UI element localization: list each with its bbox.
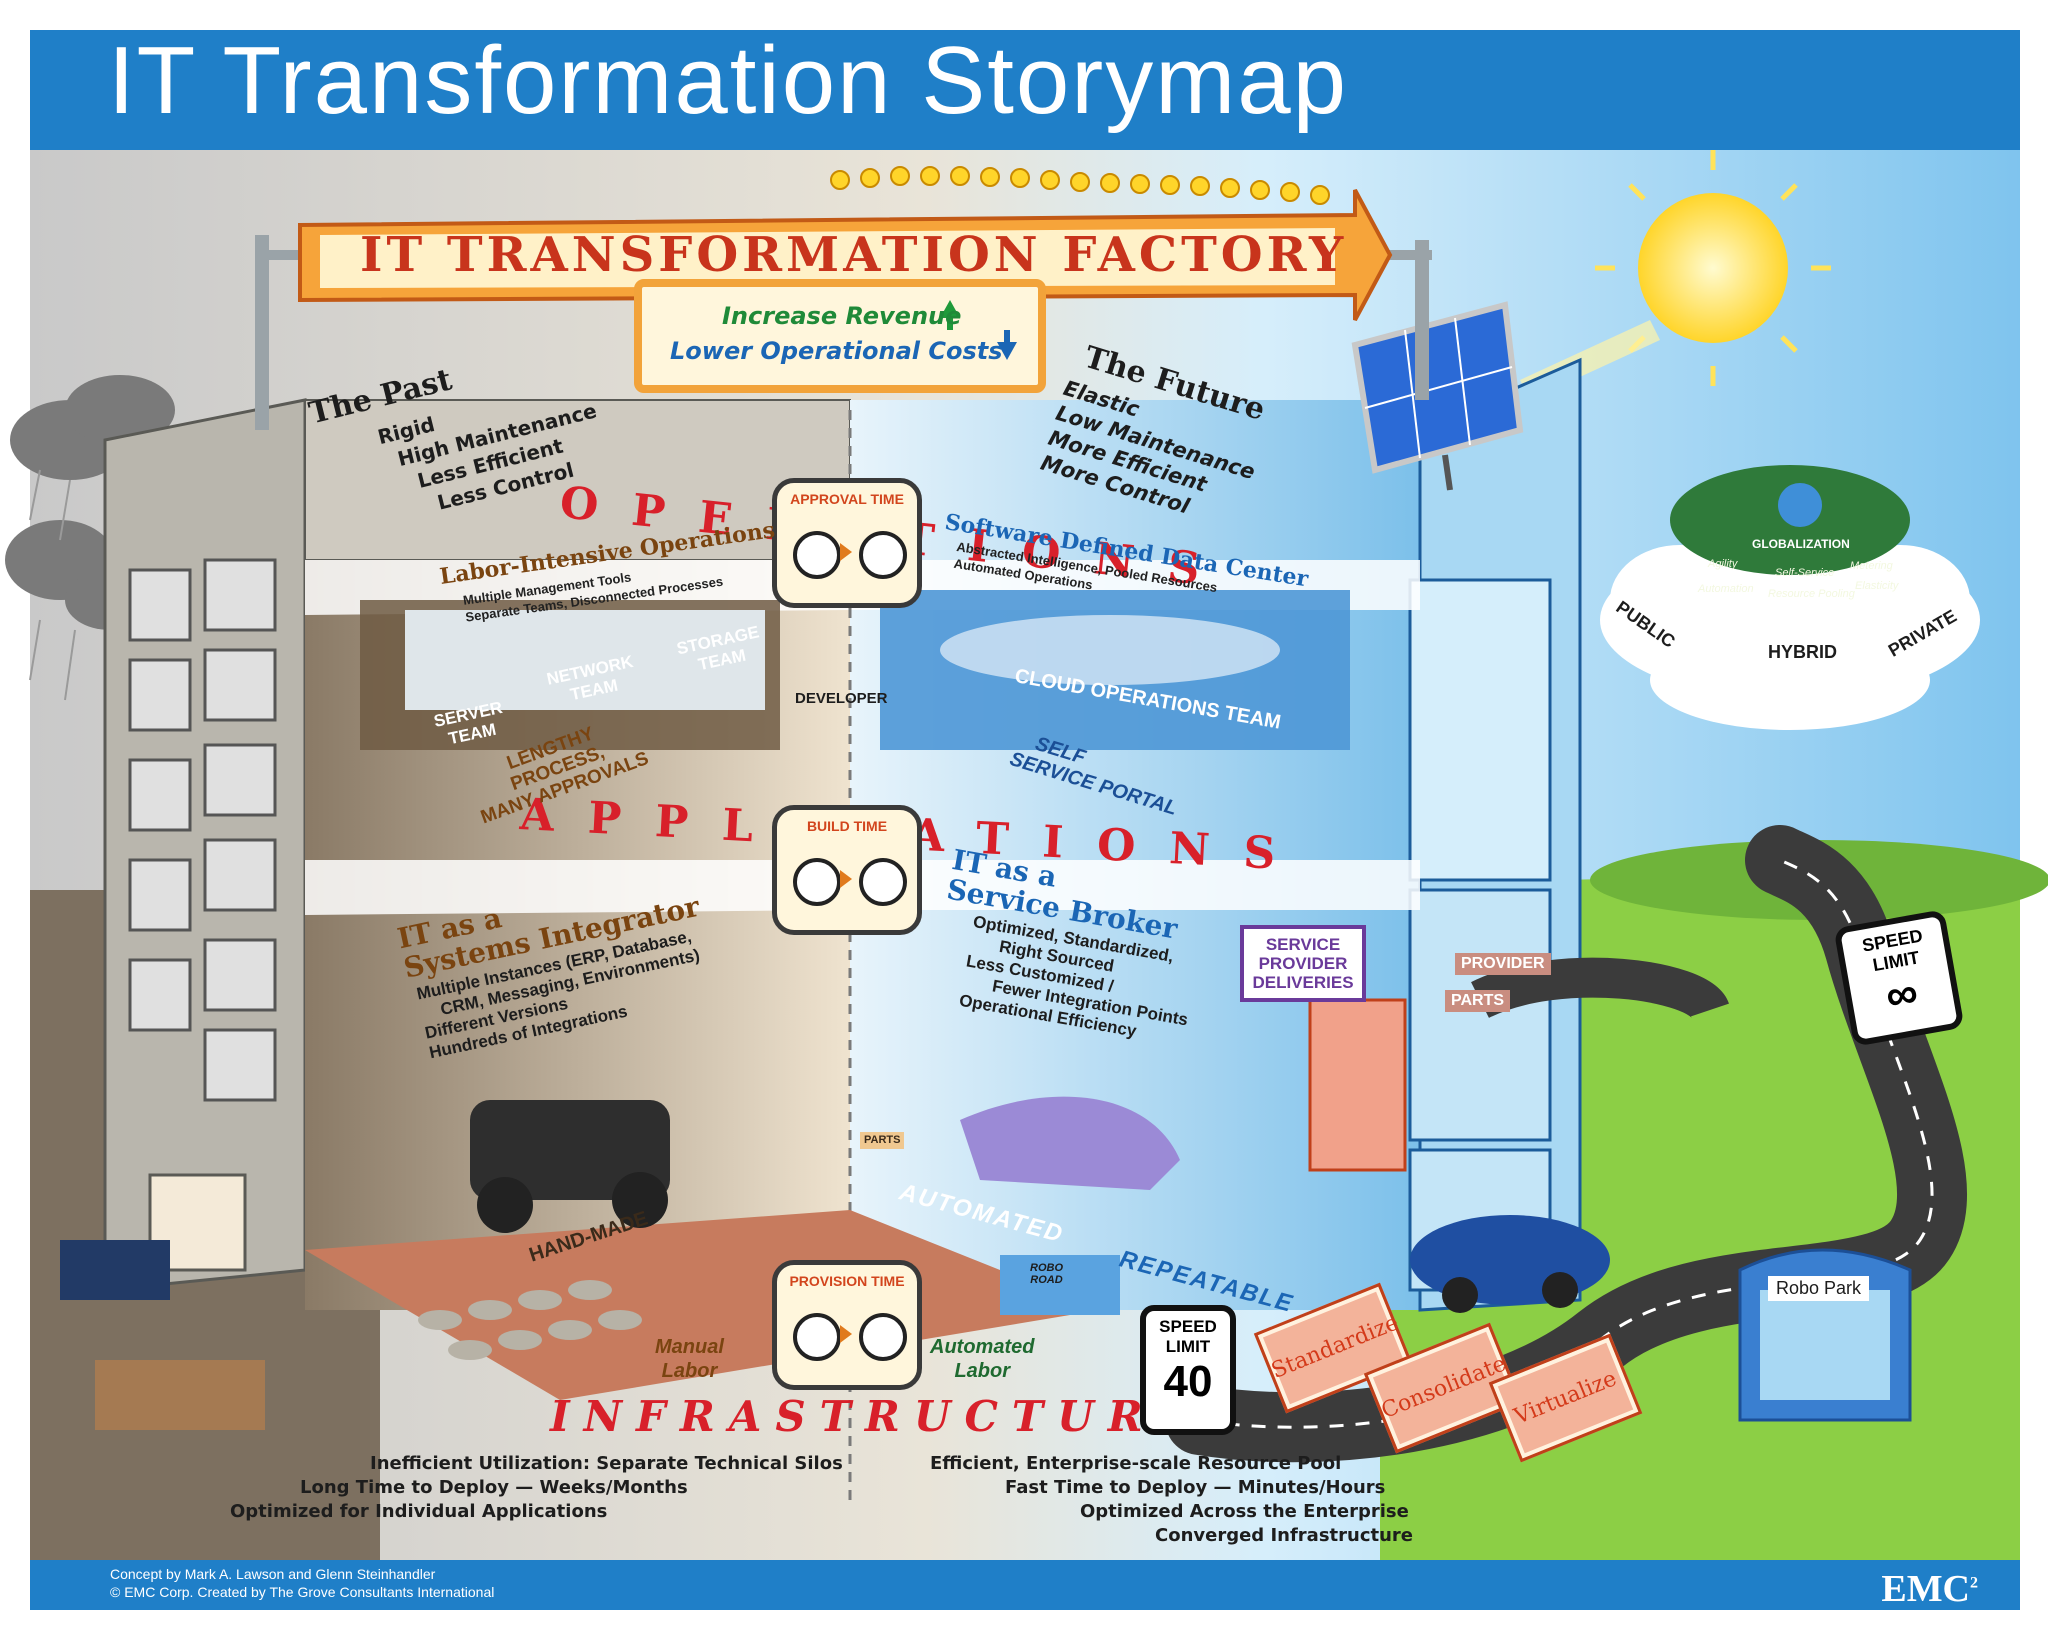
blue-car [1410,1215,1610,1305]
cloud-bubble [1600,540,1980,730]
rain [29,469,76,701]
cloud-feature: Self-Service [1775,567,1835,579]
cobblestones [418,1280,642,1360]
brick-floor [305,1210,1100,1400]
infra-right-item: Fast Time to Deploy — Minutes/Hours [1005,1477,1386,1498]
emc-logo: EMC2 [1881,1568,1978,1612]
deliveries-line: DELIVERIES [1252,973,1354,992]
down-arrow-icon [997,330,1017,360]
infra-left-item: Optimized for Individual Applications [230,1501,608,1522]
robo-road-line: ROBO [1030,1262,1063,1274]
stopwatch-icon [793,858,841,906]
solar-panel [1351,301,1524,491]
emc-logo-text: EMC [1881,1568,1970,1610]
stopwatch-icon [793,531,841,579]
factory-arrow-sign [298,189,1393,321]
stable [95,1360,265,1430]
consolidate-sign-text: Consolidate [1378,1351,1510,1424]
build-timer: BUILD TIME [772,805,922,935]
cloud-feature: Agility [1708,558,1738,570]
globalization-label: GLOBALIZATION [1752,537,1850,551]
delivery-door [1308,998,1407,1172]
speed-limit-infinity-sign: SPEED LIMIT ∞ [1833,909,1965,1047]
infra-right-item: Optimized Across the Enterprise [1080,1501,1409,1522]
cloud-feature: Metering [1850,560,1893,572]
manual-labor-line: Manual [655,1336,724,1358]
modern-car-body [960,1096,1180,1190]
applications-floor-band [305,860,850,915]
factory-sign-text: IT TRANSFORMATION FACTORY [360,227,1348,283]
developer-label: DEVELOPER [795,690,888,707]
automated-labor-line: Labor [954,1360,1010,1382]
robo-road-line: ROAD [1030,1274,1063,1286]
right-pole [1415,240,1429,400]
marquee-lights [830,166,1330,205]
old-building [103,398,851,1292]
footer-credit: Concept by Mark A. Lawson and Glenn Stei… [110,1566,436,1582]
title-bar [30,30,2020,150]
side-road [1471,957,1729,1021]
stopwatch-icon [859,858,907,906]
model-t-car [470,1100,670,1200]
horse-carriage [60,1240,170,1300]
arrow-right-icon [840,1325,852,1343]
automated-labor-line: Automated [930,1336,1035,1358]
provider-truck-label: PROVIDER [1455,953,1551,976]
up-arrow-icon [940,300,960,330]
automated-labor-label: Automated Labor [930,1335,1034,1383]
goals-sign-frame [634,279,1046,393]
speed-limit-value: 40 [1163,1357,1213,1406]
provision-timer-label: PROVISION TIME [789,1273,905,1289]
emc-logo-sup: 2 [1970,1574,1978,1592]
infra-left-item: Inefficient Utilization: Separate Techni… [370,1453,843,1474]
cloud-feature: Automation [1698,583,1754,595]
deliveries-line: PROVIDER [1258,954,1348,973]
deliveries-line: SERVICE [1265,935,1341,954]
stopwatch-icon [859,531,907,579]
parts-truck-label: PARTS [1445,990,1511,1013]
section-infrastructure: INFRASTRUCTURE [550,1392,1203,1441]
approval-timer: APPROVAL TIME [772,478,922,608]
build-timer-label: BUILD TIME [806,818,888,834]
provision-timer: PROVISION TIME [772,1260,922,1390]
parts-box-label: PARTS [860,1132,905,1149]
page-title: IT Transformation Storymap [108,27,1348,134]
cloud-feature: Resource Pooling [1768,588,1855,600]
goal-lower-costs: Lower Operational Costs [670,337,1003,365]
speed-limit-line: LIMIT [1165,1337,1211,1356]
cloud-hybrid: HYBRID [1768,642,1838,662]
footer-bar [30,1560,2020,1610]
approval-timer-label: APPROVAL TIME [790,491,904,507]
speed-limit-40-sign: SPEED LIMIT 40 [1140,1305,1236,1435]
robo-road-machine [1000,1255,1120,1315]
infra-right-item: Converged Infrastructure [1155,1525,1414,1546]
infra-right-list: Efficient, Enterprise-scale Resource Poo… [930,1452,1413,1548]
manual-labor-label: Manual Labor [655,1335,724,1383]
footer-copyright: © EMC Corp. Created by The Grove Consult… [110,1584,495,1600]
infra-left-list: Inefficient Utilization: Separate Techni… [230,1452,843,1524]
arrow-right-icon [840,543,852,561]
cloud-feature: Elasticity [1855,580,1899,592]
left-pole [255,235,269,430]
goal-increase-revenue: Increase Revenue [722,302,962,330]
robo-park-label: Robo Park [1768,1276,1870,1301]
stopwatch-icon [859,1313,907,1361]
infra-right-item: Efficient, Enterprise-scale Resource Poo… [930,1453,1342,1474]
stopwatch-icon [793,1313,841,1361]
future-tower [1408,357,1582,1312]
virtualize-sign-text: Virtualize [1510,1366,1621,1430]
arrow-right-icon [840,870,852,888]
robo-road-label: ROBO ROAD [1030,1262,1063,1286]
globe [1778,483,1822,527]
speed-limit-line: SPEED [1159,1317,1217,1336]
infra-left-item: Long Time to Deploy — Weeks/Months [300,1477,688,1498]
manual-labor-line: Labor [661,1360,718,1382]
service-provider-deliveries-sign: SERVICE PROVIDER DELIVERIES [1240,925,1366,1002]
